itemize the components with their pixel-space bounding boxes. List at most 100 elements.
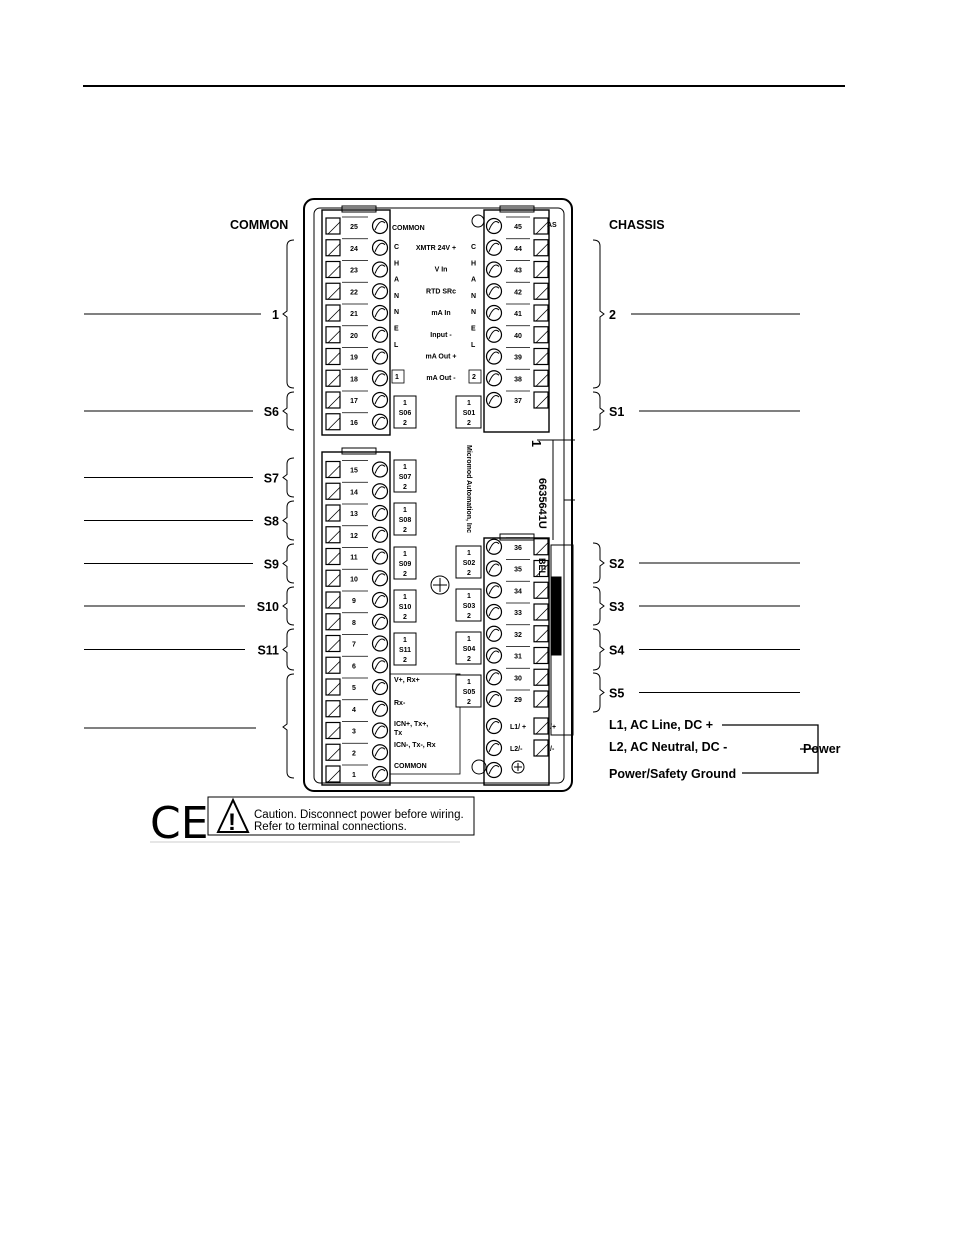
terminal-number: 7 xyxy=(352,642,356,649)
terminal-40: 40 xyxy=(485,325,549,344)
terminal-number: 6 xyxy=(352,663,356,670)
terminal-number: 25 xyxy=(350,224,358,231)
terminal-24: 24 xyxy=(325,238,389,257)
board-edge-number: 1 xyxy=(529,440,543,447)
switch-pin-1: 1 xyxy=(467,636,471,643)
terminal-8: 8 xyxy=(325,612,389,631)
terminal-number: 21 xyxy=(350,311,358,318)
terminal-number: 8 xyxy=(352,620,356,627)
channel-letter: E xyxy=(471,326,476,333)
channel-letter: L xyxy=(471,342,476,349)
comm-label-icn-tx: ICN+, Tx+, xyxy=(394,721,428,728)
right-callout-s3: S3 xyxy=(592,586,800,626)
terminal-number: 15 xyxy=(350,468,358,475)
left-callout-s8: S8 xyxy=(84,500,295,541)
switch-pin-1: 1 xyxy=(467,400,471,407)
switch-pin-2: 2 xyxy=(403,614,407,621)
switch-label: S09 xyxy=(399,561,412,568)
callout-label: S5 xyxy=(609,687,624,701)
terminal-12: 12 xyxy=(325,525,389,544)
switch-pin-2: 2 xyxy=(467,570,471,577)
channel-letter: L xyxy=(394,342,399,349)
switch-label: S05 xyxy=(463,689,476,696)
switch-pin-2: 2 xyxy=(403,527,407,534)
channel-letter: A xyxy=(471,277,476,284)
terminal-17: 17 xyxy=(325,390,389,409)
terminal-number: 42 xyxy=(514,289,522,296)
terminal-3: 3 xyxy=(325,721,389,740)
power-terminal-l1: L1/ + xyxy=(510,724,526,731)
terminal-35: 35 xyxy=(485,559,549,578)
terminal-number: 3 xyxy=(352,729,356,736)
part-number-text: 6635641U xyxy=(536,478,548,529)
channel1-number: 1 xyxy=(395,374,399,381)
channel-signal: V In xyxy=(435,267,448,274)
switch-pin-2: 2 xyxy=(403,657,407,664)
switch-label: S02 xyxy=(463,560,476,567)
terminal-45: 45 xyxy=(485,216,549,235)
terminal-number: 24 xyxy=(350,246,358,253)
terminal-23: 23 xyxy=(325,260,389,279)
terminal-number: 38 xyxy=(514,376,522,383)
terminal-19: 19 xyxy=(325,347,389,366)
terminal-number: 37 xyxy=(514,398,522,405)
terminal-number: 29 xyxy=(514,697,522,704)
terminal-number: 43 xyxy=(514,268,522,275)
switch-label: S06 xyxy=(399,410,412,417)
power-l1-label: L1, AC Line, DC + xyxy=(609,718,713,732)
switch-pin-2: 2 xyxy=(403,420,407,427)
switch-pin-1: 1 xyxy=(467,593,471,600)
terminal-4: 4 xyxy=(325,699,389,718)
terminal-13: 13 xyxy=(325,503,389,522)
channel-letter: E xyxy=(394,326,399,333)
power-group-label: Power xyxy=(803,742,841,756)
terminal-38: 38 xyxy=(485,368,549,387)
terminal-number: 35 xyxy=(514,567,522,574)
terminal-29: 29 xyxy=(485,689,549,708)
switch-label: S01 xyxy=(463,410,476,417)
callout-label: S1 xyxy=(609,405,624,419)
channel-letter: N xyxy=(471,293,476,300)
power-callouts: L1, AC Line, DC + L2, AC Neutral, DC - P… xyxy=(609,718,841,781)
terminal-number: 34 xyxy=(514,588,522,595)
channel-signal: XMTR 24V + xyxy=(416,245,456,252)
callout-label: S4 xyxy=(609,644,624,658)
terminal-36: 36 xyxy=(485,537,549,556)
terminal-41: 41 xyxy=(485,303,549,322)
terminal-2: 2 xyxy=(325,742,389,761)
terminal-34: 34 xyxy=(485,580,549,599)
switch-pin-1: 1 xyxy=(403,464,407,471)
switch-pin-2: 2 xyxy=(467,420,471,427)
comm-labels: V+, Rx+ Rx- ICN+, Tx+, Tx ICN-, Tx-, Rx … xyxy=(389,673,461,775)
terminal-number: 17 xyxy=(350,398,358,405)
terminal-number: 40 xyxy=(514,333,522,340)
warning-icon xyxy=(216,797,250,833)
channel-letter: H xyxy=(394,260,399,267)
switch-boxes: 1S0621S0721S0821S0921S1021S1121S0121S022… xyxy=(393,395,482,708)
terminal-22: 22 xyxy=(325,281,389,300)
callout-label: S10 xyxy=(257,600,279,614)
left-callout-s7: S7 xyxy=(84,457,295,498)
caution-line-2: Refer to terminal connections. xyxy=(254,821,407,833)
left-callout-s6: S6 xyxy=(84,391,295,431)
power-terminal-3 xyxy=(485,761,503,779)
terminal-15: 15 xyxy=(325,460,389,479)
terminal-number: 14 xyxy=(350,489,358,496)
power-terminal-1 xyxy=(485,717,549,735)
terminal-number: 12 xyxy=(350,533,358,540)
callout-label: S2 xyxy=(609,557,624,571)
switch-pin-2: 2 xyxy=(467,613,471,620)
left-callout-1: 1 xyxy=(84,239,295,389)
terminal-5: 5 xyxy=(325,677,389,696)
switch-label: S07 xyxy=(399,474,412,481)
right-callout-s2: S2 xyxy=(592,542,800,584)
channel-letter: N xyxy=(394,293,399,300)
